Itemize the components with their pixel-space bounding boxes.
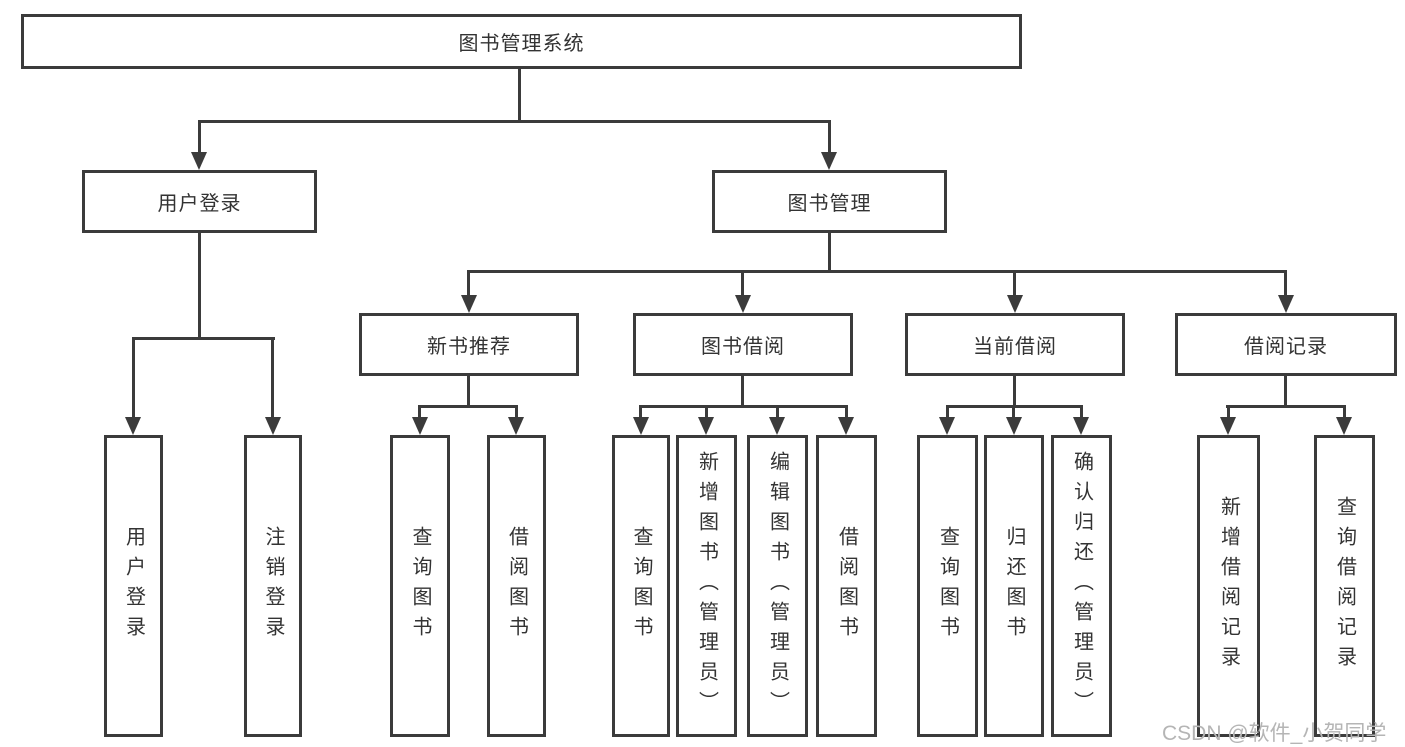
connector-line (467, 270, 1287, 273)
connector-line (418, 405, 421, 419)
connector-line (741, 270, 744, 297)
connector-line (132, 337, 275, 340)
connector-line (1284, 376, 1287, 407)
connector-line (515, 405, 518, 419)
watermark: CSDN @软件_小贺同学 (1162, 722, 1387, 745)
leaf-label: 确认归还（管理员） (1070, 451, 1093, 721)
leaf-borrow-books: 借阅图书 (816, 435, 877, 737)
arrowhead-down-icon (1007, 295, 1023, 313)
connector-line (828, 233, 831, 272)
connector-line (705, 405, 708, 419)
arrowhead-down-icon (191, 152, 207, 170)
arrowhead-down-icon (735, 295, 751, 313)
node-library-management-system: 图书管理系统 (21, 14, 1022, 69)
connector-line (1343, 405, 1346, 419)
node-new-book-recommendation: 新书推荐 (359, 313, 579, 376)
connector-line (1013, 376, 1016, 407)
leaf-edit-books-admin: 编辑图书（管理员） (747, 435, 808, 737)
connector-line (741, 376, 744, 407)
connector-line (946, 405, 949, 419)
arrowhead-down-icon (461, 295, 477, 313)
connector-line (1284, 270, 1287, 297)
leaf-query-books-recommend: 查询图书 (390, 435, 450, 737)
leaf-query-borrow-record: 查询借阅记录 (1314, 435, 1375, 737)
connector-line (198, 120, 831, 123)
leaf-label: 查询图书 (630, 526, 652, 646)
node-user-login: 用户登录 (82, 170, 317, 233)
connector-line (467, 270, 470, 297)
connector-line (1226, 405, 1346, 408)
leaf-return-books: 归还图书 (984, 435, 1044, 737)
node-current-borrowing: 当前借阅 (905, 313, 1125, 376)
arrowhead-down-icon (821, 152, 837, 170)
arrowhead-down-icon (125, 417, 141, 435)
connector-line (639, 405, 848, 408)
connector-line (198, 233, 201, 337)
node-book-management: 图书管理 (712, 170, 947, 233)
arrowhead-down-icon (1278, 295, 1294, 313)
connector-line (271, 337, 274, 419)
connector-line (198, 120, 201, 154)
connector-line (1013, 270, 1016, 297)
leaf-logout: 注销登录 (244, 435, 302, 737)
arrowhead-down-icon (1220, 417, 1236, 435)
leaf-query-books-current: 查询图书 (917, 435, 978, 737)
arrowhead-down-icon (412, 417, 428, 435)
connector-line (418, 405, 518, 408)
leaf-query-books-borrow: 查询图书 (612, 435, 670, 737)
arrowhead-down-icon (265, 417, 281, 435)
leaf-add-borrow-record: 新增借阅记录 (1197, 435, 1260, 737)
leaf-label: 查询图书 (409, 526, 431, 646)
connector-line (639, 405, 642, 419)
arrowhead-down-icon (1336, 417, 1352, 435)
leaf-label: 注销登录 (262, 526, 284, 646)
leaf-label: 新增图书（管理员） (695, 451, 718, 721)
node-book-borrowing: 图书借阅 (633, 313, 853, 376)
leaf-label: 用户登录 (122, 526, 145, 646)
arrowhead-down-icon (1073, 417, 1089, 435)
connector-line (1080, 405, 1083, 419)
leaf-label: 新增借阅记录 (1217, 496, 1240, 676)
connector-line (467, 376, 470, 407)
leaf-label: 归还图书 (1003, 526, 1025, 646)
arrowhead-down-icon (508, 417, 524, 435)
arrowhead-down-icon (1006, 417, 1022, 435)
connector-line (845, 405, 848, 419)
leaf-label: 编辑图书（管理员） (766, 451, 789, 721)
connector-line (1012, 405, 1015, 419)
node-borrowing-records: 借阅记录 (1175, 313, 1397, 376)
leaf-label: 借阅图书 (835, 526, 858, 646)
leaf-label: 查询借阅记录 (1333, 496, 1356, 676)
leaf-add-books-admin: 新增图书（管理员） (676, 435, 737, 737)
connector-line (1227, 405, 1230, 419)
connector-line (828, 120, 831, 154)
leaf-confirm-return-admin: 确认归还（管理员） (1051, 435, 1112, 737)
connector-line (776, 405, 779, 419)
arrowhead-down-icon (633, 417, 649, 435)
connector-line (518, 69, 521, 122)
connector-line (132, 337, 135, 419)
arrowhead-down-icon (838, 417, 854, 435)
arrowhead-down-icon (939, 417, 955, 435)
leaf-borrow-books-recommend: 借阅图书 (487, 435, 546, 737)
leaf-label: 借阅图书 (505, 526, 528, 646)
leaf-user-login: 用户登录 (104, 435, 163, 737)
arrowhead-down-icon (769, 417, 785, 435)
leaf-label: 查询图书 (936, 526, 959, 646)
arrowhead-down-icon (698, 417, 714, 435)
